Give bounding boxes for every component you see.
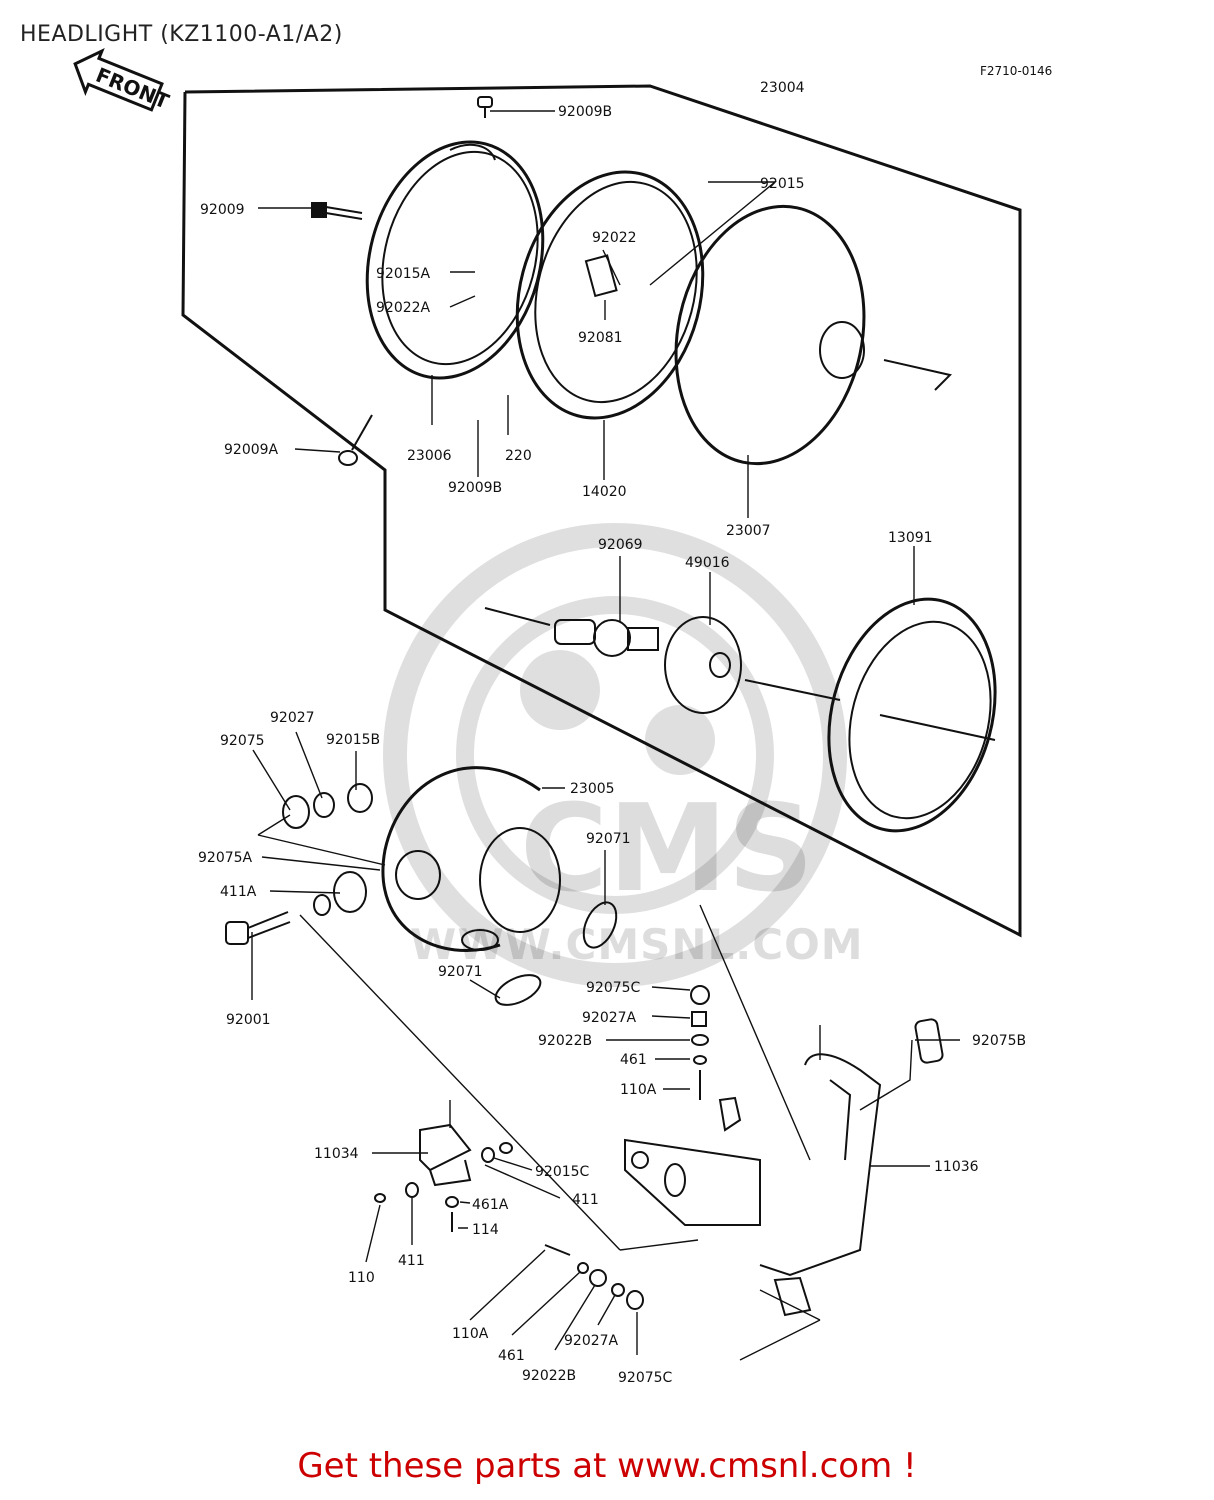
part-label: 411A — [220, 884, 257, 900]
part-label: 92015 — [760, 176, 805, 192]
part-label: 92022A — [376, 300, 431, 316]
leader-lines — [251, 110, 960, 1361]
washer-92075 — [282, 795, 310, 829]
part-label: 11036 — [934, 1159, 979, 1175]
part-label: 92075C — [618, 1370, 673, 1386]
part-label: 411 — [572, 1192, 599, 1208]
part-label: 92009 — [200, 202, 245, 218]
part-label: 23006 — [407, 448, 452, 464]
bolt-92001 — [225, 911, 291, 945]
part-label: 92027 — [270, 710, 315, 726]
grommet-92071-left — [494, 974, 542, 1006]
part-label: 92071 — [586, 831, 631, 847]
part-label: 92075 — [220, 733, 265, 749]
part-label: 92009B — [448, 480, 502, 496]
assembly-outline — [181, 84, 1022, 938]
part-label: 13091 — [888, 530, 933, 546]
part-label: 23005 — [570, 781, 615, 797]
part-label: 92027A — [582, 1010, 637, 1026]
sealed-beam-13091 — [827, 597, 997, 833]
bracket-11036 — [759, 1053, 882, 1317]
part-label: 23004 — [760, 80, 805, 96]
part-label: 110A — [620, 1082, 657, 1098]
part-label: 92022 — [592, 230, 637, 246]
headlight-rim-23006 — [365, 140, 545, 380]
part-label: 220 — [505, 448, 532, 464]
part-label: 110A — [452, 1326, 489, 1342]
part-label: 92069 — [598, 537, 643, 553]
front-direction-badge: FRONT — [73, 47, 173, 114]
reflector-housing-14020 — [515, 170, 705, 420]
part-label: 14020 — [582, 484, 627, 500]
part-label: 49016 — [685, 555, 730, 571]
hardware-lower-left — [374, 1142, 513, 1232]
diagram-ref-code: F2710-0146 — [980, 64, 1053, 78]
hardware-stack-center — [690, 985, 710, 1100]
part-label: 92075B — [972, 1033, 1026, 1049]
nut-92015b — [347, 783, 373, 813]
headlight-shell-23005 — [381, 766, 561, 952]
clip-92075b — [914, 1018, 944, 1064]
lens-cover-23007 — [674, 204, 952, 466]
part-label: 92075C — [586, 980, 641, 996]
washer-411a — [313, 894, 331, 916]
page-title: HEADLIGHT (KZ1100-A1/A2) — [20, 22, 343, 47]
headlight-stay — [624, 1096, 761, 1226]
promo-link[interactable]: Get these parts at www.cmsnl.com ! — [297, 1446, 917, 1486]
part-label: 92015A — [376, 266, 431, 282]
exploded-parts-diagram: FRONT — [73, 47, 1026, 1386]
part-label: 461A — [472, 1197, 509, 1213]
bulb-92069 — [484, 607, 659, 657]
part-label: 92075A — [198, 850, 253, 866]
screw-92009b-top — [477, 96, 493, 118]
washer-92027 — [313, 792, 335, 818]
part-label: 23007 — [726, 523, 771, 539]
screw-92009 — [311, 202, 363, 220]
part-label: 92071 — [438, 964, 483, 980]
part-label: 92009A — [224, 442, 279, 458]
part-label: 92081 — [578, 330, 623, 346]
part-label: 92009B — [558, 104, 612, 120]
grommet-92071-right — [582, 901, 618, 949]
part-labels: 92009B 23004 92009 92015 92022 92015A 92… — [198, 80, 1026, 1386]
part-label: 92027A — [564, 1333, 619, 1349]
part-label: 11034 — [314, 1146, 359, 1162]
part-label: 92022B — [522, 1368, 576, 1384]
watermark-site: WWW.CMSNL.COM — [410, 920, 864, 969]
grommet-92075a — [333, 871, 367, 913]
part-label: 110 — [348, 1270, 375, 1286]
part-label: 92001 — [226, 1012, 271, 1028]
front-badge-label: FRONT — [93, 63, 173, 114]
part-label: 114 — [472, 1222, 499, 1238]
part-label: 411 — [398, 1253, 425, 1269]
bracket-11034 — [419, 1123, 472, 1187]
part-label: 92022B — [538, 1033, 592, 1049]
part-label: 461 — [498, 1348, 525, 1364]
part-label: 461 — [620, 1052, 647, 1068]
part-label: 92015C — [535, 1164, 590, 1180]
screw-92009a — [338, 414, 373, 466]
part-label: 92015B — [326, 732, 380, 748]
hardware-stack-lower — [544, 1244, 644, 1310]
socket-49016 — [664, 616, 841, 714]
